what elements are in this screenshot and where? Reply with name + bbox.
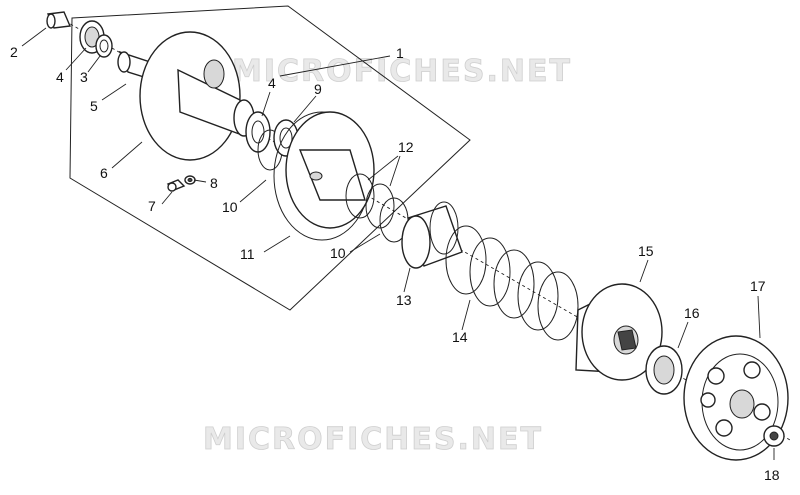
part-15-clutch — [575, 283, 663, 381]
callout-3: 3 — [80, 69, 88, 85]
part-7-pin — [166, 179, 186, 192]
part-12-circlips — [345, 173, 395, 229]
callout-4-lower: 4 — [268, 75, 276, 91]
part-17-clutch-bell — [683, 335, 789, 461]
part-fixed-pulley-hub — [285, 111, 375, 229]
leader-lines — [21, 27, 775, 460]
part-4-bearing-lower — [245, 111, 271, 153]
callout-2: 2 — [10, 44, 18, 60]
watermark-top: MICROFICHES.NET — [232, 54, 572, 89]
part-14-spring — [445, 225, 579, 341]
callout-8: 8 — [210, 175, 218, 191]
part-8-washer — [184, 175, 196, 185]
callout-numbers: 1 2 3 4 4 5 6 7 8 9 10 10 11 12 13 14 15… — [10, 44, 780, 483]
part-16-nut — [645, 345, 683, 395]
callout-13: 13 — [396, 292, 412, 308]
callout-5: 5 — [90, 98, 98, 114]
callout-4-top: 4 — [56, 69, 64, 85]
watermark-bottom: MICROFICHES.NET — [203, 422, 543, 457]
part-2-bushing — [46, 11, 72, 29]
part-13-spring-cup — [401, 201, 463, 269]
callout-7: 7 — [148, 198, 156, 214]
callout-9: 9 — [314, 81, 322, 97]
callout-6: 6 — [100, 165, 108, 181]
callout-16: 16 — [684, 305, 700, 321]
callout-1: 1 — [396, 45, 404, 61]
callout-18: 18 — [764, 467, 780, 483]
callout-15: 15 — [638, 243, 654, 259]
callout-10-upper: 10 — [222, 199, 238, 215]
callout-12: 12 — [398, 139, 414, 155]
part-18-nut — [763, 425, 785, 447]
part-6-movable-pulley — [139, 31, 255, 161]
callout-14: 14 — [452, 329, 468, 345]
part-3-seal — [95, 34, 113, 58]
callout-17: 17 — [750, 278, 766, 294]
callout-11: 11 — [240, 246, 255, 262]
callout-10-lower: 10 — [330, 245, 346, 261]
